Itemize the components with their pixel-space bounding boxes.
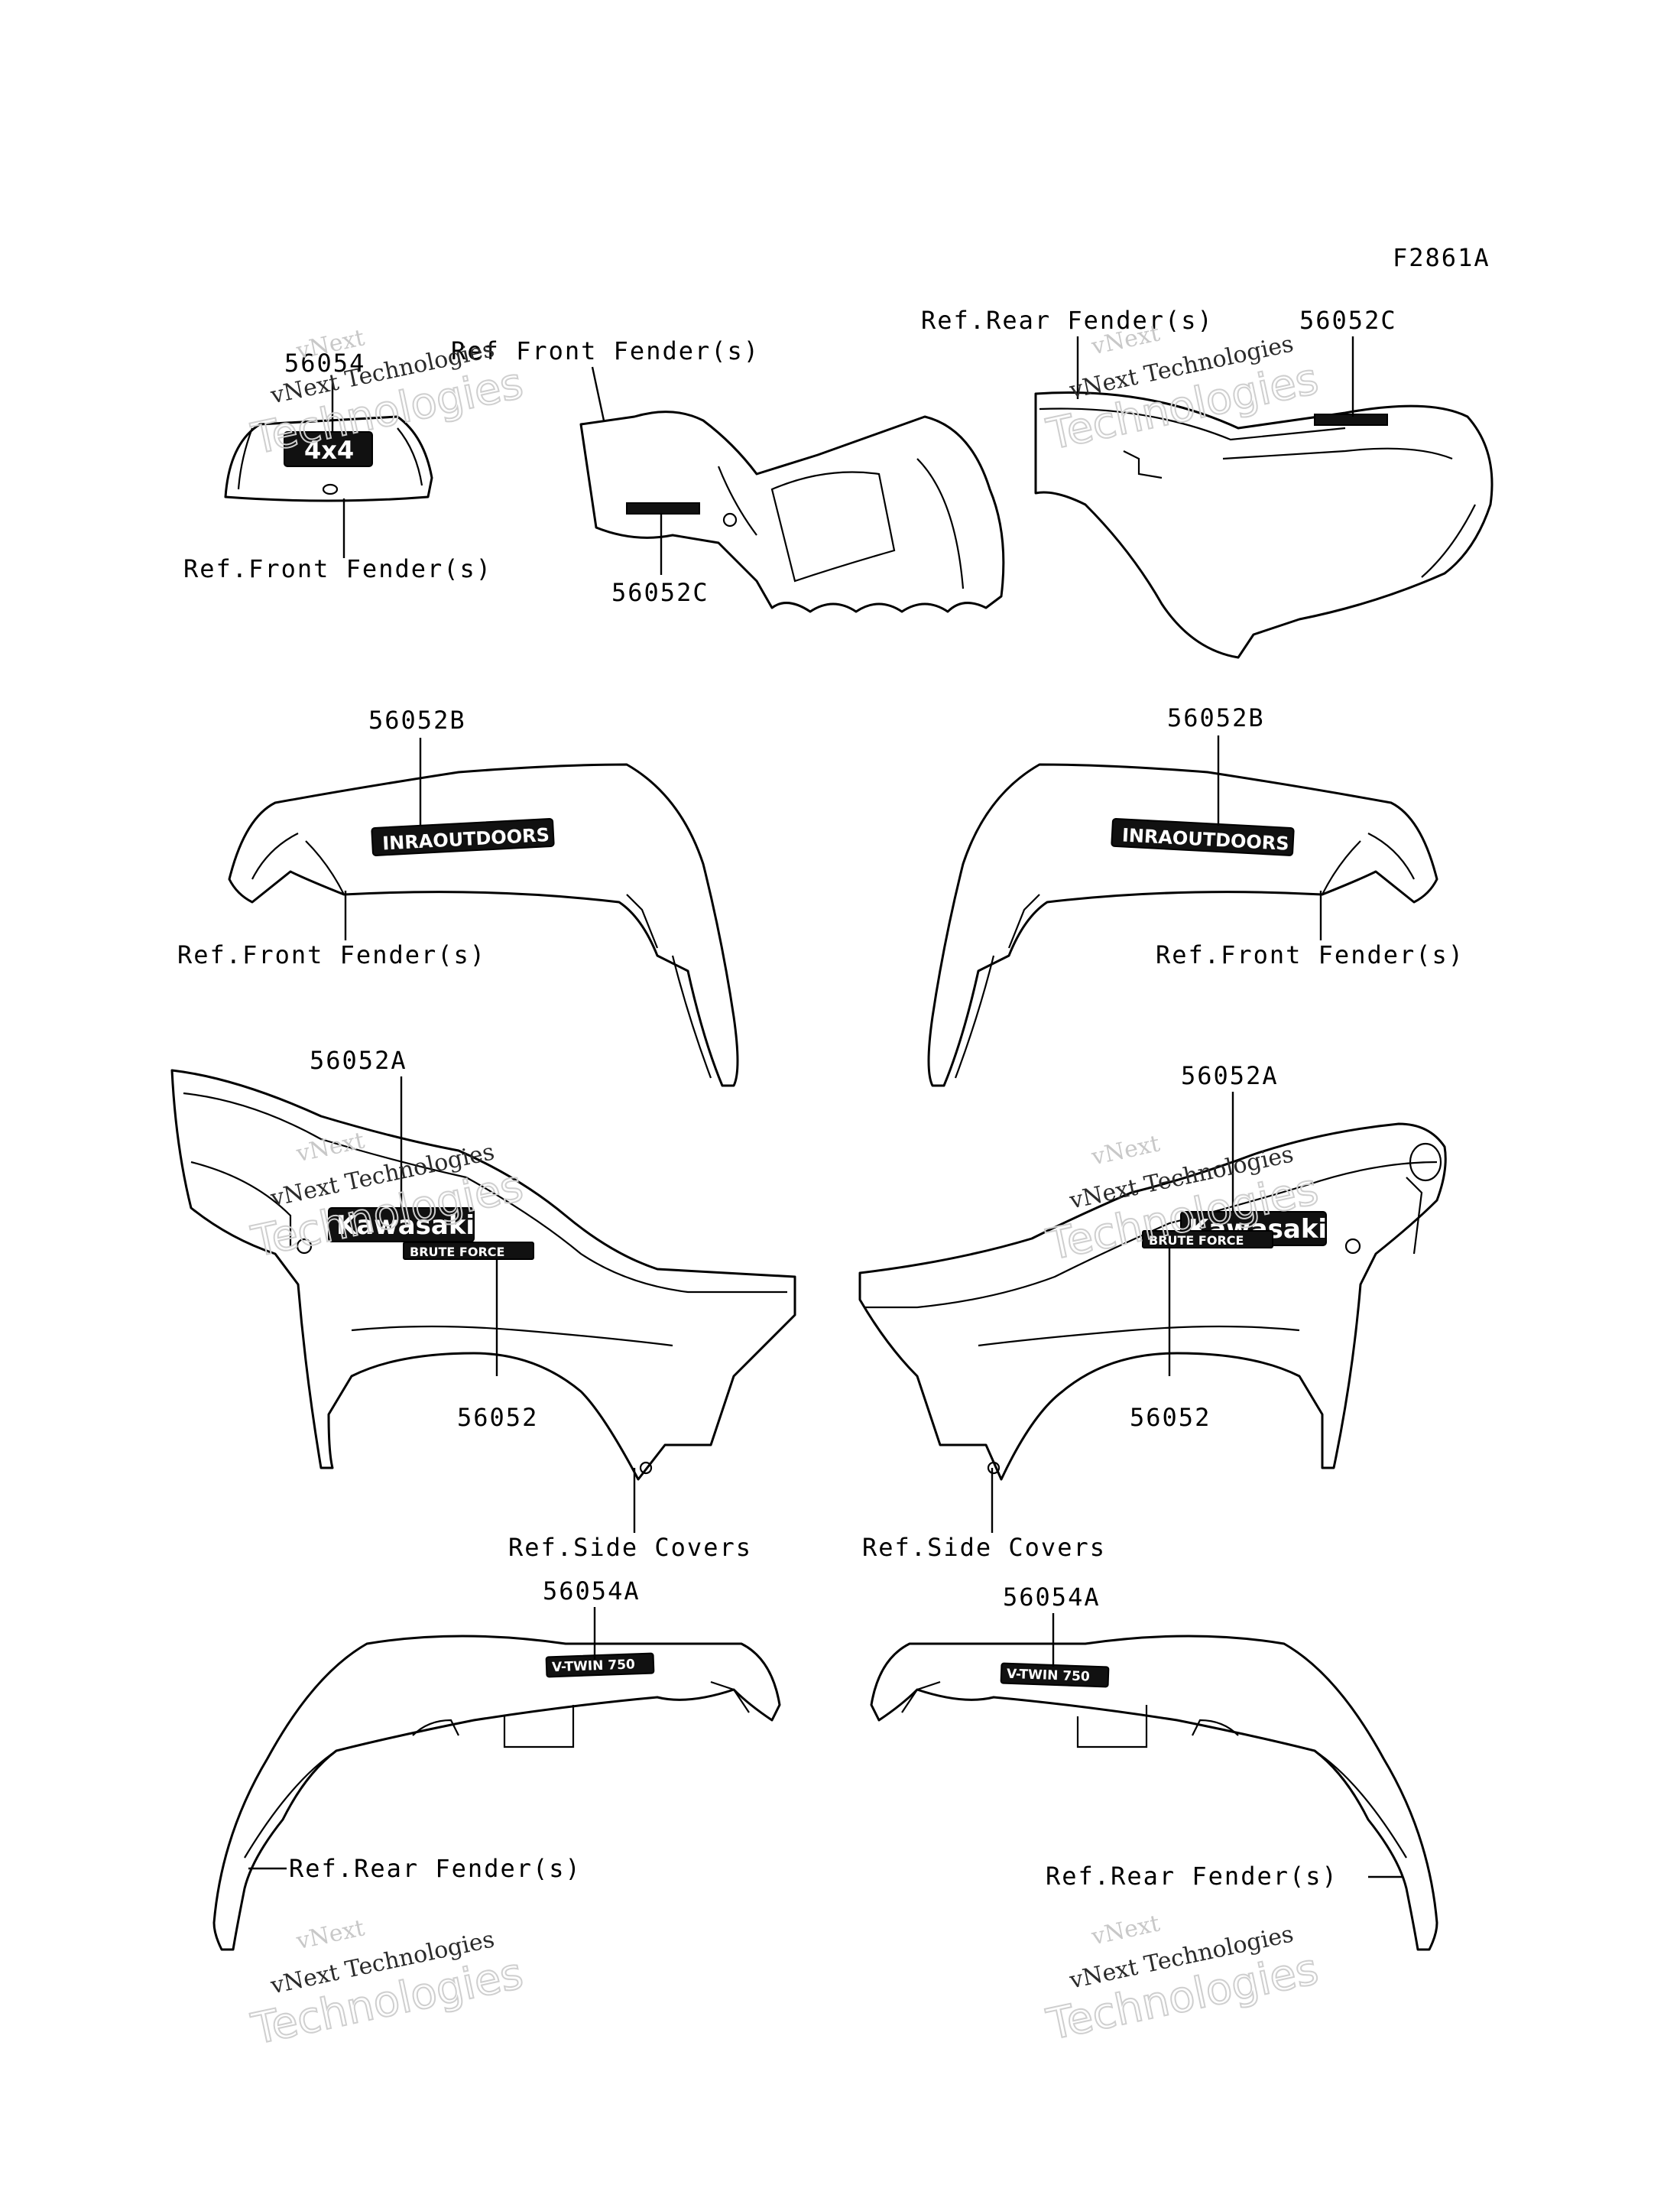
front-fender-right-part: INRAOUTDOORS bbox=[927, 763, 1438, 1087]
callout-56054: 56054 bbox=[284, 349, 365, 378]
side-panel-left-part: Kawasaki BRUTE FORCE bbox=[170, 1069, 796, 1481]
rear-fender-bottom-right-part: V-TWIN 750 bbox=[870, 1635, 1438, 1951]
vtwin-decal-left bbox=[545, 1652, 655, 1678]
callout-56052c-a: 56052C bbox=[611, 578, 709, 607]
ref-front-fender-top-a: Ref.Front Fender(s) bbox=[183, 554, 492, 583]
small-decal-56052c-b bbox=[1314, 414, 1388, 426]
brute-force-decal-right-text: BRUTE FORCE bbox=[1149, 1233, 1244, 1248]
leader-front-fender-top-b bbox=[591, 366, 605, 421]
ref-rear-fender-top: Ref.Rear Fender(s) bbox=[921, 306, 1214, 335]
inner-front-fender-part bbox=[579, 411, 1005, 613]
vtwin-decal-right bbox=[1000, 1662, 1110, 1688]
ref-front-fender-top-b: Ref Front Fender(s) bbox=[451, 336, 760, 365]
ref-front-fender-mid-r: Ref.Front Fender(s) bbox=[1156, 940, 1464, 969]
callout-56052-left: 56052 bbox=[457, 1403, 538, 1432]
vtwin-decal-right-text: V-TWIN 750 bbox=[1007, 1667, 1091, 1685]
callout-56052c-b: 56052C bbox=[1299, 306, 1397, 335]
watermark-bottom-left: vNext vNext Technologies Technologies bbox=[247, 1914, 528, 2055]
four-by-four-decal-text: 4x4 bbox=[304, 436, 354, 465]
watermark-line1: vNext bbox=[1088, 1130, 1162, 1170]
callout-56054a-left: 56054A bbox=[543, 1576, 641, 1605]
small-decal-56052c-a bbox=[626, 502, 700, 515]
callout-56052b-right: 56052B bbox=[1167, 703, 1265, 732]
ref-rear-fender-bot-r: Ref.Rear Fender(s) bbox=[1046, 1862, 1338, 1891]
watermark-line1: vNext bbox=[294, 1914, 367, 1955]
figure-code: F2861A bbox=[1393, 243, 1490, 272]
brute-force-decal-left bbox=[403, 1242, 534, 1260]
vtwin-decal-left-text: V-TWIN 750 bbox=[552, 1657, 636, 1675]
ref-front-fender-mid-l: Ref.Front Fender(s) bbox=[177, 940, 486, 969]
outdoors-decal-right bbox=[1111, 817, 1295, 856]
four-by-four-decal bbox=[284, 431, 373, 467]
front-fender-left-part: INRAOUTDOORS bbox=[228, 763, 739, 1087]
watermark-bottom-right: vNext vNext Technologies Technologies bbox=[1042, 1910, 1323, 2050]
ref-side-covers-l: Ref.Side Covers bbox=[508, 1533, 752, 1562]
ref-side-covers-r: Ref.Side Covers bbox=[862, 1533, 1106, 1562]
callout-56054a-right: 56054A bbox=[1003, 1583, 1101, 1612]
callout-56052b-left: 56052B bbox=[368, 706, 466, 735]
brute-force-decal-right bbox=[1142, 1230, 1273, 1248]
rear-fender-top-part bbox=[1034, 391, 1494, 659]
side-panel-right-part: Kawasaki BRUTE FORCE bbox=[858, 1122, 1447, 1481]
ref-rear-fender-bot-l: Ref.Rear Fender(s) bbox=[289, 1854, 582, 1883]
callout-56052a-right: 56052A bbox=[1181, 1061, 1279, 1090]
kawasaki-decal-left-text: Kawasaki bbox=[336, 1210, 475, 1241]
watermark-line1: vNext bbox=[1088, 1910, 1162, 1950]
outdoors-decal-left bbox=[371, 818, 555, 856]
callout-56052-right: 56052 bbox=[1130, 1403, 1211, 1432]
brute-force-decal-left-text: BRUTE FORCE bbox=[410, 1245, 504, 1259]
callout-56052a-left: 56052A bbox=[310, 1046, 407, 1075]
rear-fender-bottom-left-part: V-TWIN 750 bbox=[212, 1635, 781, 1951]
front-cover-part: 4x4 bbox=[224, 415, 433, 502]
